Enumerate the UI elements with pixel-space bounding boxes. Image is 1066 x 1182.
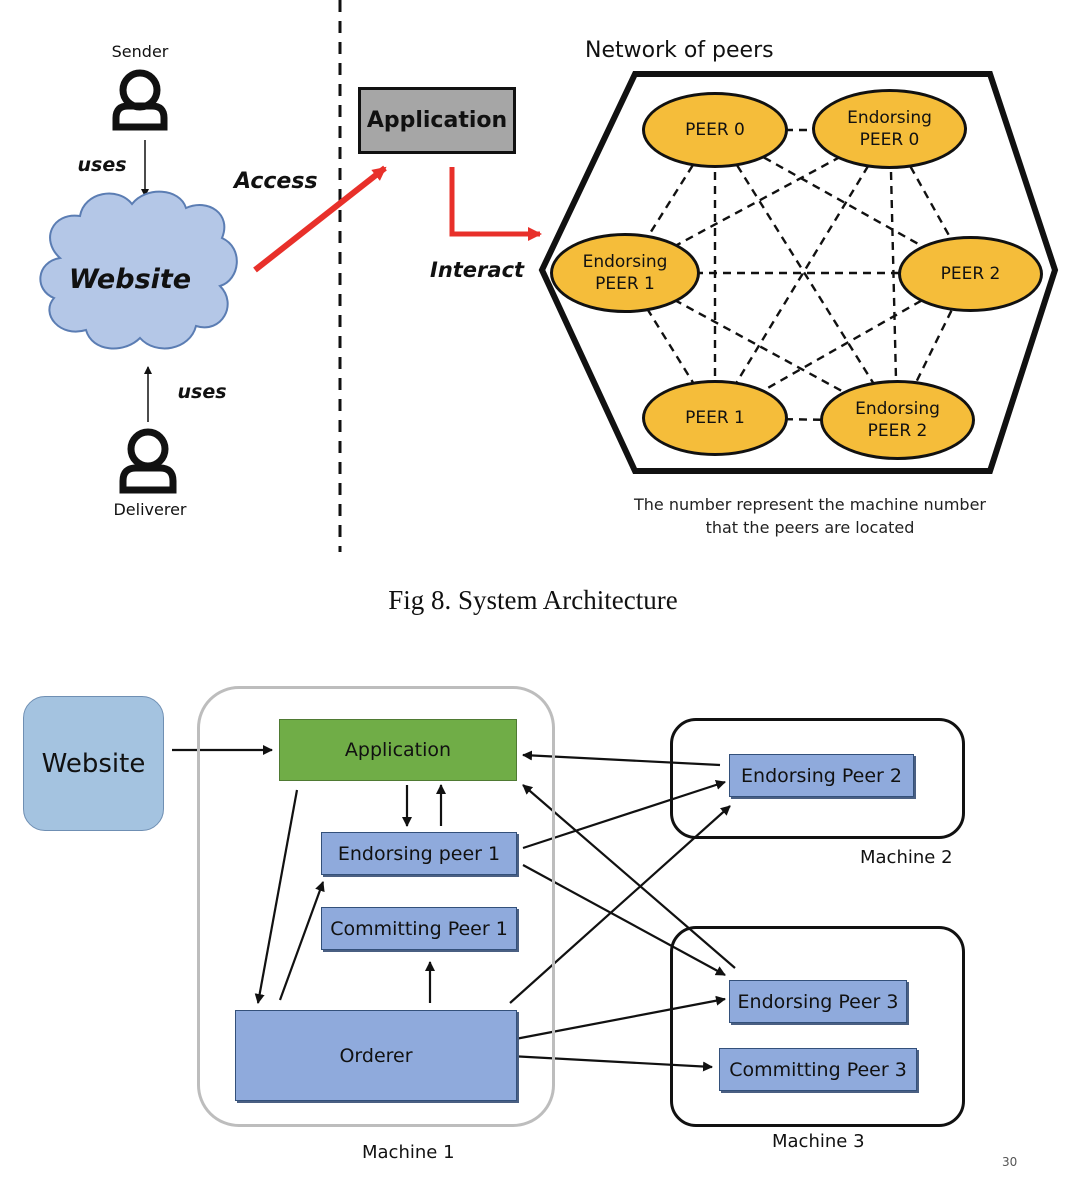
deliverer-label: Deliverer <box>113 500 187 519</box>
machine-3-frame <box>670 926 965 1127</box>
figure-caption: Fig 8. System Architecture <box>388 585 678 615</box>
page-number: 30 <box>1002 1155 1018 1169</box>
endorsing-peer-2-node: Endorsing PEER 2 <box>820 380 975 460</box>
peer-0-label: PEER 0 <box>685 120 745 140</box>
peer-0-node: PEER 0 <box>642 92 788 168</box>
committing-peer-1-box: Committing Peer 1 <box>321 907 517 950</box>
network-hexagon <box>538 71 1059 474</box>
endorsing-peer-2-box-label: Endorsing Peer 2 <box>741 764 902 787</box>
website-box-label: Website <box>41 748 146 779</box>
endorsing-peer-3-box-label: Endorsing Peer 3 <box>737 990 899 1013</box>
interact-arrow <box>449 167 542 241</box>
machine-2-label: Machine 2 <box>860 847 953 868</box>
sender-person-icon <box>112 69 168 131</box>
network-note-line-1: The number represent the machine number <box>634 495 986 514</box>
endorsing-peer-1-node: Endorsing PEER 1 <box>550 233 700 313</box>
website-cloud-shape <box>39 190 238 350</box>
uses-label-top: uses <box>77 154 127 176</box>
endorsing-peer-3-box: Endorsing Peer 3 <box>729 980 907 1023</box>
endorsing-peer-1-box: Endorsing peer 1 <box>321 832 517 875</box>
committing-peer-1-box-label: Committing Peer 1 <box>330 917 508 940</box>
orderer-box: Orderer <box>235 1010 517 1101</box>
network-note-line-2: that the peers are located <box>705 518 915 537</box>
machine-2-frame <box>670 718 965 839</box>
machine-3-label: Machine 3 <box>772 1131 865 1152</box>
uses-label-bottom: uses <box>177 381 227 403</box>
peer-2-label: PEER 2 <box>940 264 1001 284</box>
endorsing-peer-0-label: Endorsing PEER 0 <box>847 108 932 150</box>
orderer-box-label: Orderer <box>339 1044 413 1067</box>
interact-label: Interact <box>430 258 525 282</box>
deliverer-person-icon <box>119 428 177 494</box>
peer-1-node: PEER 1 <box>642 380 788 456</box>
machine-1-frame <box>197 686 555 1127</box>
peer-2-node: PEER 2 <box>898 236 1043 312</box>
access-label: Access <box>234 169 318 194</box>
network-title: Network of peers <box>585 38 774 63</box>
application-box-label: Application <box>366 108 508 133</box>
application-node-label: Application <box>344 739 452 761</box>
endorsing-peer-1-box-label: Endorsing peer 1 <box>337 842 501 865</box>
sender-label: Sender <box>111 42 169 61</box>
endorsing-peer-1-label: Endorsing PEER 1 <box>582 252 668 294</box>
website-cloud-label: Website <box>68 264 192 295</box>
application-node: Application <box>279 719 517 781</box>
application-box: Application <box>358 87 516 154</box>
endorsing-peer-2-box: Endorsing Peer 2 <box>729 754 914 797</box>
network-note: The number represent the machine number … <box>595 493 1025 539</box>
bottom-arrows <box>172 745 736 1072</box>
endorsing-peer-2-label: Endorsing PEER 2 <box>855 399 940 441</box>
committing-peer-3-box-label: Committing Peer 3 <box>729 1058 907 1081</box>
website-box: Website <box>23 696 164 831</box>
machine-1-label: Machine 1 <box>362 1142 455 1163</box>
access-arrow <box>253 165 387 273</box>
peer-1-label: PEER 1 <box>685 408 745 428</box>
committing-peer-3-box: Committing Peer 3 <box>719 1048 917 1091</box>
endorsing-peer-0-node: Endorsing PEER 0 <box>812 89 967 169</box>
